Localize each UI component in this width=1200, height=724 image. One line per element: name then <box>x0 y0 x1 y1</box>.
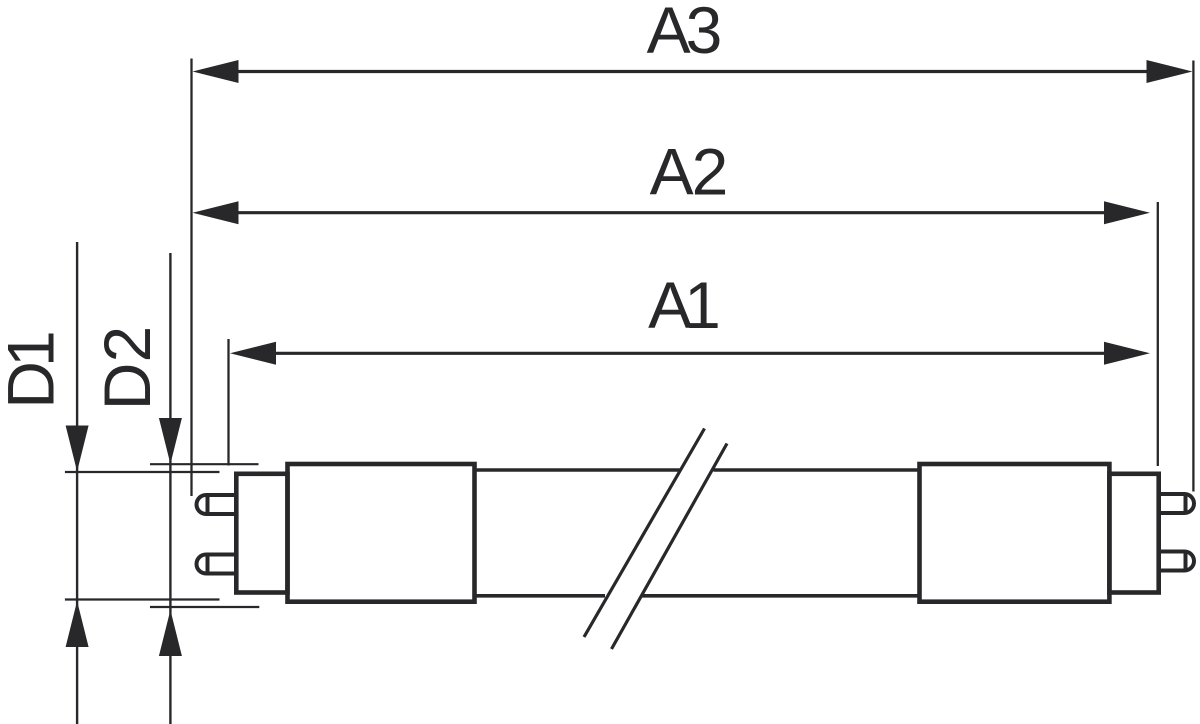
svg-text:A2: A2 <box>650 135 727 209</box>
svg-text:D1: D1 <box>0 333 68 409</box>
svg-text:D2: D2 <box>90 326 164 410</box>
svg-text:A3: A3 <box>647 0 720 67</box>
svg-text:A1: A1 <box>648 268 718 342</box>
